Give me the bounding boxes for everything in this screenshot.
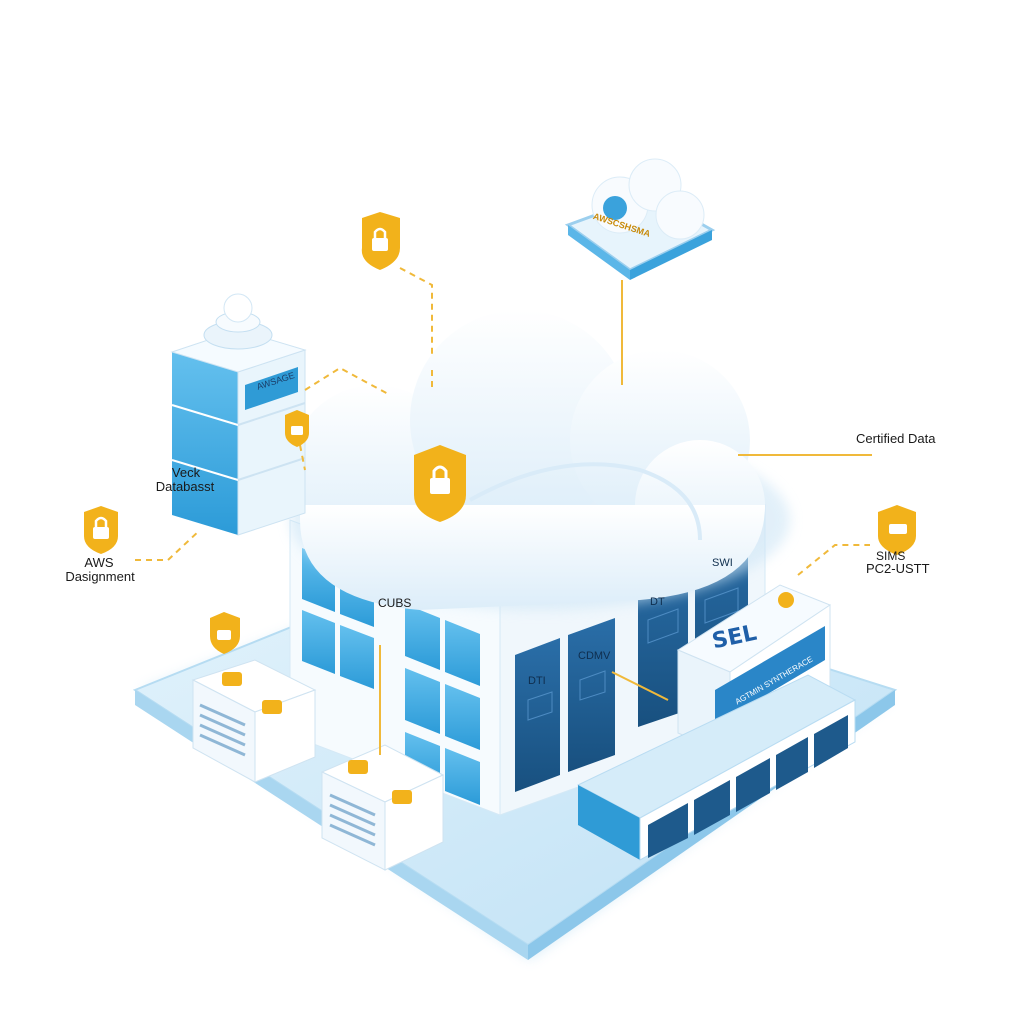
cube-panel-r1-label: DT [650, 596, 665, 608]
cloud-server-node [564, 158, 716, 280]
aws-label-line2: Dasignment [65, 569, 135, 584]
lock-shield-icon [414, 445, 466, 522]
vault-db-label-line1: Veck [171, 465, 201, 480]
aws-label-line1: AWS [84, 555, 114, 570]
cube-panel-left-label: DTI [528, 675, 546, 687]
connector-lines [135, 267, 872, 755]
cube-front-label: CUBS [378, 596, 412, 610]
small-server-left [191, 659, 317, 783]
certified-data-label: Certified Data [856, 431, 936, 446]
lock-shield-icon [361, 212, 400, 270]
cube-panel-r2-label: SWI [712, 557, 733, 569]
sims-label-line1: SIMS [876, 549, 906, 563]
sims-label-line2: PC2-USTT [866, 561, 930, 576]
server-rack [576, 674, 857, 861]
lock-shield-icon [285, 410, 309, 447]
database-tower [170, 293, 307, 536]
lock-shield-icon [878, 505, 916, 555]
vault-db-label-line2: Databasst [155, 479, 215, 494]
small-server-right [320, 744, 445, 871]
cube-panel-mid-label: CDMV [578, 650, 611, 662]
lock-shield-icon [210, 612, 240, 654]
lock-shield-icon [84, 506, 118, 554]
